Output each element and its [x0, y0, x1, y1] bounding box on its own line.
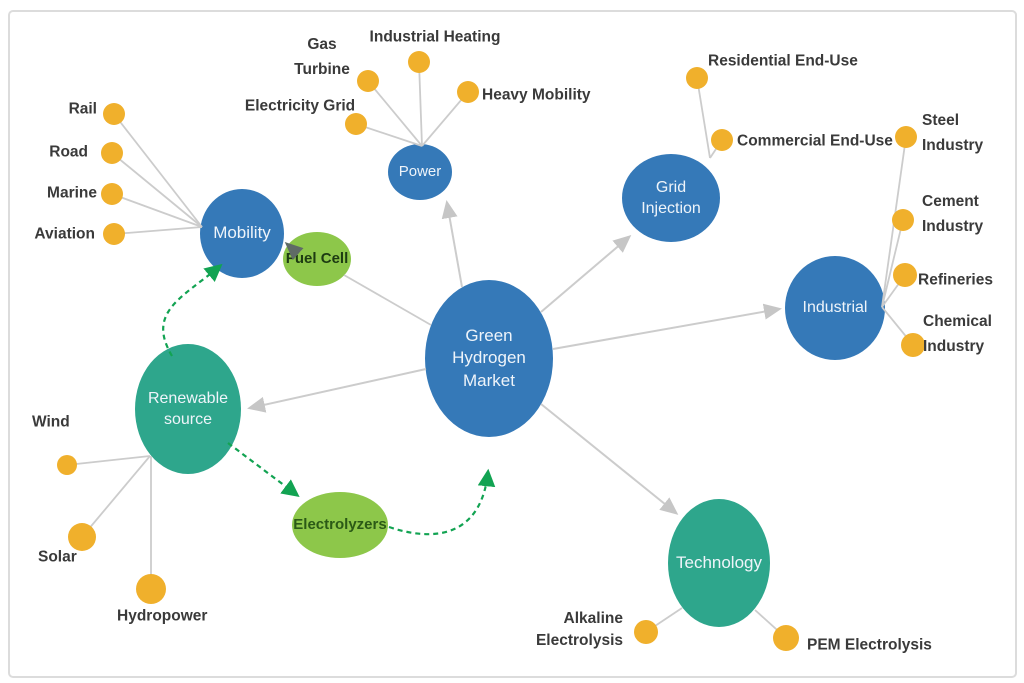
- marine-label: Marine: [47, 184, 97, 202]
- solar-label: Solar: [38, 548, 77, 566]
- electricity-grid-label: Electricity Grid: [244, 97, 356, 115]
- commercial-label: Commercial End-Use: [737, 132, 893, 150]
- mobility-node: Mobility: [200, 189, 284, 278]
- grid-injection-label-line2: Injection: [641, 200, 701, 217]
- electrolyzers-node-label: Electrolyzers: [293, 516, 387, 534]
- center-node-label-line1: Green: [465, 325, 513, 345]
- fuel-cell-node: Fuel Cell: [283, 232, 351, 286]
- road-label: Road: [49, 143, 88, 161]
- renewable-label-line2: source: [163, 411, 213, 428]
- electrolyzers-node: Electrolyzers: [292, 492, 388, 558]
- technology-node: Technology: [668, 499, 770, 627]
- wind-label: Wind: [32, 413, 70, 431]
- industrial-node: Industrial: [785, 256, 885, 360]
- power-node: Power: [388, 144, 452, 200]
- refineries-label: Refineries: [918, 271, 993, 289]
- pem-electrolysis-label: PEM Electrolysis: [807, 636, 932, 654]
- center-node-label-line3: Market: [463, 370, 515, 390]
- center-node-green-hydrogen-market: Green Hydrogen Market: [425, 280, 553, 437]
- hydropower-label: Hydropower: [117, 607, 208, 625]
- residential-label: Residential End-Use: [708, 52, 858, 70]
- aviation-label: Aviation: [34, 225, 95, 243]
- heavy-mobility-label: Heavy Mobility: [482, 86, 591, 104]
- renewable-source-node: Renewable source: [135, 344, 241, 474]
- renewable-label-line1: Renewable: [147, 389, 229, 407]
- mobility-node-label: Mobility: [213, 223, 271, 243]
- rail-label: Rail: [68, 100, 97, 118]
- industrial-node-label: Industrial: [802, 299, 868, 317]
- power-node-label: Power: [398, 163, 442, 181]
- fuel-cell-node-label: Fuel Cell: [285, 250, 349, 268]
- grid-injection-node: Grid Injection: [622, 154, 720, 242]
- grid-injection-label-line1: Grid: [655, 178, 687, 196]
- industrial-heating-label: Industrial Heating: [369, 28, 501, 46]
- center-node-label-line2: Hydrogen: [452, 348, 526, 368]
- technology-node-label: Technology: [675, 552, 762, 572]
